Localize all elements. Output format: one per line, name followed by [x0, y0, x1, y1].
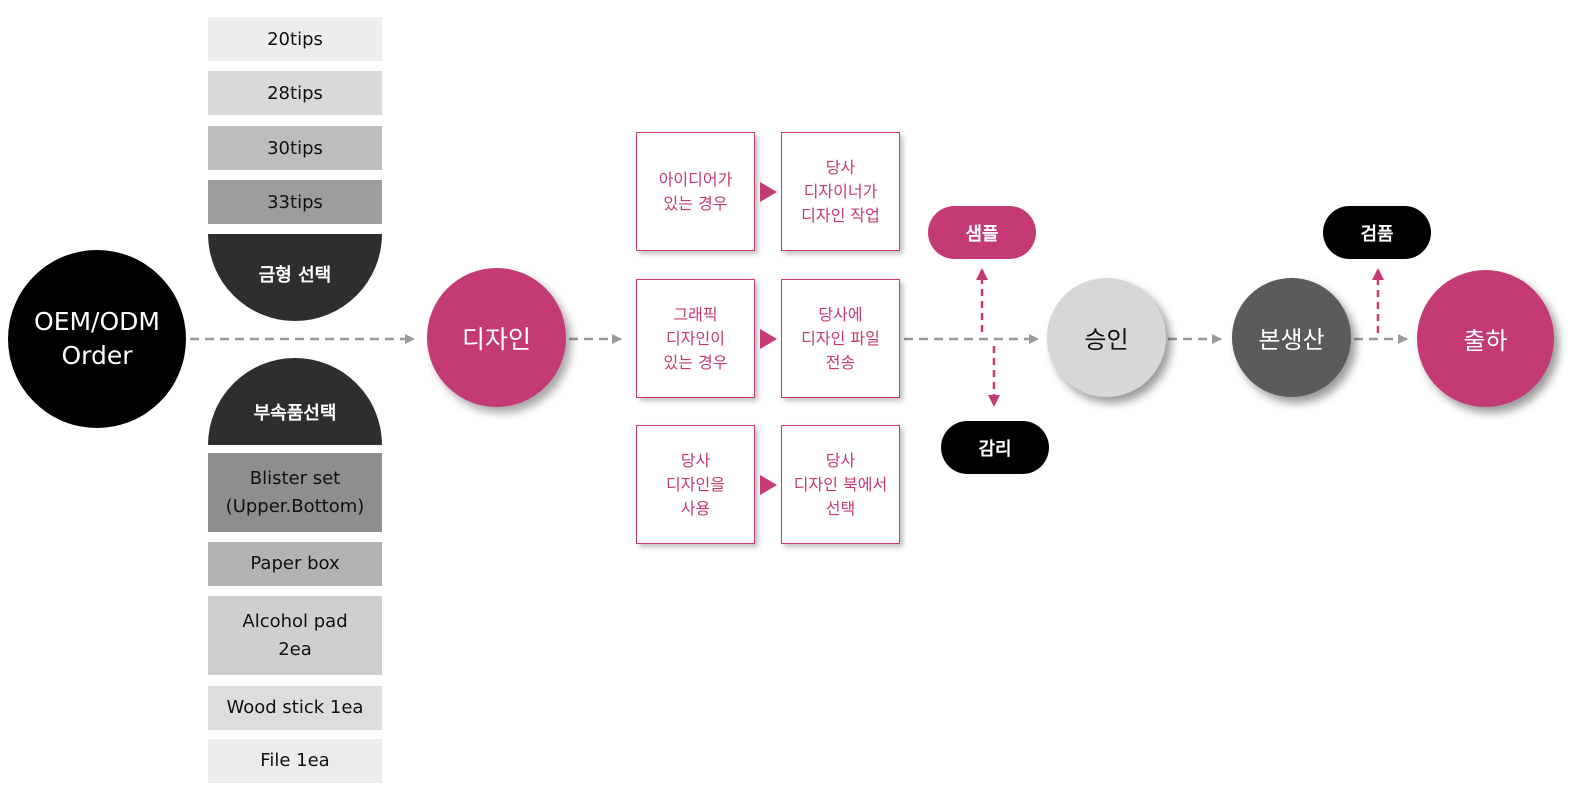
option-case-idea: 아이디어가 있는 경우: [636, 132, 755, 251]
design-label: 디자인: [461, 324, 531, 354]
part-label: Wood stick 1ea: [226, 697, 364, 718]
mold-select-label: 금형 선택: [258, 264, 332, 286]
oem-odm-order-node: OEM/ODM Order: [8, 250, 186, 428]
parts-select-label: 부속품선택: [253, 402, 337, 424]
supervision-label: 감리: [978, 438, 1012, 460]
tip-label: 33tips: [267, 191, 323, 213]
part-label: File 1ea: [260, 750, 330, 771]
tip-option-20: 20tips: [208, 17, 382, 61]
tip-label: 30tips: [267, 137, 323, 159]
option-result-label: 당사 디자이너가 디자인 작업: [801, 157, 880, 225]
shipment-label: 출하: [1463, 327, 1508, 355]
tip-option-30: 30tips: [208, 126, 382, 170]
oem-odm-order-label: OEM/ODM Order: [34, 307, 160, 370]
triangle-right-icon: [760, 182, 777, 202]
option-case-graphic: 그래픽 디자인이 있는 경우: [636, 279, 755, 398]
part-label: Blister set (Upper.Bottom): [225, 467, 365, 517]
part-file: File 1ea: [208, 739, 382, 783]
part-label: Paper box: [250, 553, 340, 574]
tip-option-28: 28tips: [208, 71, 382, 115]
tip-label: 28tips: [267, 82, 323, 104]
option-case-label: 아이디어가 있는 경우: [658, 169, 733, 213]
tip-option-33: 33tips: [208, 180, 382, 224]
option-case-our-design: 당사 디자인을 사용: [636, 425, 755, 544]
approval-node: 승인: [1047, 278, 1166, 397]
approval-label: 승인: [1084, 326, 1129, 354]
option-result-label: 당사 디자인 북에서 선택: [793, 450, 888, 518]
sample-label: 샘플: [965, 223, 999, 245]
part-wood-stick: Wood stick 1ea: [208, 686, 382, 730]
sample-node: 샘플: [928, 206, 1036, 259]
part-label: Alcohol pad 2ea: [242, 610, 348, 660]
option-case-label: 그래픽 디자인이 있는 경우: [663, 304, 728, 372]
part-alcohol-pad: Alcohol pad 2ea: [208, 596, 382, 675]
tip-label: 20tips: [267, 28, 323, 50]
mass-production-node: 본생산: [1232, 278, 1351, 397]
parts-select-node: 부속품선택: [208, 358, 382, 445]
part-paper-box: Paper box: [208, 542, 382, 586]
part-blister-set: Blister set (Upper.Bottom): [208, 453, 382, 532]
option-result-label: 당사에 디자인 파일 전송: [801, 304, 880, 372]
shipment-node: 출하: [1417, 270, 1554, 407]
triangle-right-icon: [760, 329, 777, 349]
mass-production-label: 본생산: [1258, 326, 1325, 354]
option-case-label: 당사 디자인을 사용: [666, 450, 725, 518]
option-result-design-book: 당사 디자인 북에서 선택: [781, 425, 900, 544]
supervision-node: 감리: [941, 421, 1049, 474]
option-result-designer: 당사 디자이너가 디자인 작업: [781, 132, 900, 251]
design-node: 디자인: [427, 268, 566, 407]
inspection-node: 검품: [1323, 206, 1431, 259]
triangle-right-icon: [760, 475, 777, 495]
inspection-label: 검품: [1360, 223, 1394, 245]
option-result-send-file: 당사에 디자인 파일 전송: [781, 279, 900, 398]
